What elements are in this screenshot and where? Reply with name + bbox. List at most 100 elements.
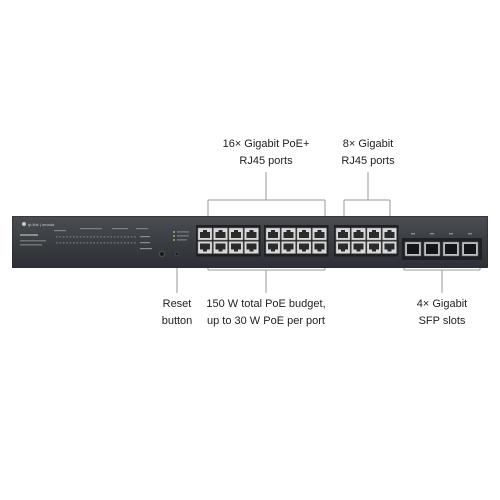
sfp-slot[interactable]	[461, 241, 479, 257]
poe-port[interactable]	[312, 241, 327, 254]
port-led	[113, 236, 116, 238]
port-led	[110, 242, 112, 244]
port-led	[110, 236, 112, 238]
port-led	[96, 242, 99, 244]
port-led	[69, 242, 72, 244]
sfp-led	[430, 233, 434, 235]
gigabit-ports-line2: RJ45 ports	[341, 155, 395, 167]
poe-port[interactable]	[265, 241, 281, 254]
brand-logo: tp-link | omada	[20, 222, 55, 246]
gigabit-ports-callout: 8× Gigabit RJ45 ports	[323, 136, 413, 170]
poe-budget-line2: up to 30 W PoE per port	[206, 315, 325, 327]
port-led	[90, 242, 92, 244]
port-led	[120, 242, 123, 244]
reset-line2: button	[161, 315, 193, 327]
port-led	[127, 242, 129, 244]
port-led	[69, 236, 72, 238]
system-leds	[140, 236, 152, 250]
port-led	[117, 242, 119, 244]
port-led	[66, 236, 68, 238]
gigabit-port[interactable]	[366, 227, 382, 241]
led-panel	[54, 228, 148, 232]
port-leds	[56, 236, 136, 244]
gigabit-ports-line1: 8× Gigabit	[342, 138, 394, 150]
sfp-slot[interactable]	[404, 241, 422, 257]
port-led	[134, 236, 136, 238]
port-led	[130, 236, 133, 238]
gigabit-port[interactable]	[351, 227, 366, 241]
poe-port[interactable]	[197, 227, 213, 241]
port-led	[127, 236, 129, 238]
sfp-slot[interactable]	[423, 241, 441, 257]
port-led	[124, 242, 126, 244]
rj45-port-area	[196, 225, 399, 257]
port-led	[59, 242, 61, 244]
poe-port[interactable]	[244, 241, 259, 254]
gigabit-port[interactable]	[351, 241, 366, 254]
sfp-slot[interactable]	[442, 241, 460, 257]
sfp-callout: 4× Gigabit SFP slots	[397, 296, 487, 330]
port-led	[93, 236, 95, 238]
poe-ports-line1: 16× Gigabit PoE+	[222, 138, 310, 150]
sfp-led	[468, 233, 472, 235]
port-led	[93, 242, 95, 244]
port-led	[103, 236, 106, 238]
poe-budget-bracket	[207, 266, 326, 293]
poe-port[interactable]	[197, 241, 213, 254]
reset-button[interactable]	[158, 251, 165, 258]
port-led	[90, 236, 92, 238]
poe-port[interactable]	[265, 227, 281, 241]
poe-port[interactable]	[281, 241, 296, 254]
poe-port[interactable]	[244, 227, 259, 241]
poe-port[interactable]	[213, 227, 228, 241]
sfp-led	[411, 233, 415, 235]
network-switch: tp-link | omada	[12, 216, 488, 268]
gigabit-port[interactable]	[382, 227, 397, 241]
port-led	[79, 242, 82, 244]
port-led	[56, 242, 58, 244]
poe-port[interactable]	[228, 227, 244, 241]
gigabit-port[interactable]	[335, 227, 351, 241]
port-led	[120, 236, 123, 238]
port-led	[56, 236, 58, 238]
port-led	[79, 236, 82, 238]
sfp-port-area	[402, 233, 482, 260]
poe-port[interactable]	[312, 227, 327, 241]
reset-pinhole	[174, 251, 180, 257]
poe-ports-callout: 16× Gigabit PoE+ RJ45 ports	[206, 136, 326, 170]
gigabit-port[interactable]	[366, 241, 382, 254]
port-led	[59, 236, 61, 238]
port-led	[130, 242, 133, 244]
switch-front-panel: tp-link | omada	[12, 216, 488, 268]
port-led	[100, 236, 102, 238]
port-led	[73, 242, 75, 244]
svg-text:tp-link | omada: tp-link | omada	[28, 222, 55, 227]
port-led	[100, 242, 102, 244]
poe-budget-line1: 150 W total PoE budget,	[206, 298, 326, 310]
sfp-line1: 4× Gigabit	[416, 298, 468, 310]
port-mode-legend	[173, 231, 189, 241]
port-led	[83, 242, 85, 244]
port-led	[62, 236, 65, 238]
poe-budget-callout: 150 W total PoE budget, up to 30 W PoE p…	[196, 296, 336, 330]
port-led	[96, 236, 99, 238]
gigabit-ports-bracket	[343, 172, 391, 218]
sfp-led	[449, 233, 453, 235]
port-led	[73, 236, 75, 238]
poe-port[interactable]	[296, 227, 312, 241]
gigabit-port[interactable]	[335, 241, 351, 254]
poe-port[interactable]	[296, 241, 312, 254]
port-led	[66, 242, 68, 244]
poe-port[interactable]	[213, 241, 228, 254]
port-led	[107, 236, 109, 238]
port-led	[62, 242, 65, 244]
poe-port[interactable]	[228, 241, 244, 254]
port-led	[76, 242, 78, 244]
port-led	[107, 242, 109, 244]
poe-port[interactable]	[281, 227, 296, 241]
poe-ports-bracket	[207, 172, 326, 218]
gigabit-port[interactable]	[382, 241, 397, 254]
port-led	[113, 242, 116, 244]
port-led	[117, 236, 119, 238]
